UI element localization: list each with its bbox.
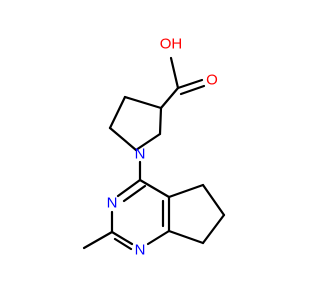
atom-n1-label: N xyxy=(135,242,146,259)
bond-pyr-n-c2 xyxy=(134,132,162,152)
bond-pym-c2-n1 xyxy=(110,230,134,246)
bond-pym-c4a-c4 xyxy=(138,178,171,199)
bond-carboxyl-c-o-1 xyxy=(176,78,204,90)
bond-carboxyl-c-oh xyxy=(169,56,180,90)
atom-n3-label: N xyxy=(107,195,118,212)
bond-pym-c4-n3 xyxy=(116,178,142,198)
bond-pyr-c3-c4 xyxy=(123,95,163,110)
bond-pym-c4-n3-double xyxy=(122,184,147,203)
bond-pyr-c5-n xyxy=(108,126,138,152)
bond-pyr-c4-c5 xyxy=(108,95,127,130)
atom-n-pyrrolidine-label: N xyxy=(135,146,146,163)
atom-o-label: O xyxy=(206,72,218,89)
bond-methyl xyxy=(82,230,114,250)
bond-ring-to-carboxyl xyxy=(159,86,180,110)
bond-cp-c4a-c5 xyxy=(167,183,205,199)
bond-pyr-c2-c3 xyxy=(158,106,163,136)
bond-cp-c6-c7 xyxy=(201,213,226,245)
bond-carboxyl-c-o-2 xyxy=(179,84,206,96)
bond-pym-n1-c7a xyxy=(146,229,171,246)
bond-cp-c5-c6 xyxy=(201,183,226,217)
molecule-svg: OH O N N N xyxy=(82,36,226,259)
bond-pym-c2-n1-double xyxy=(113,237,133,251)
structure-diagram: OH O N N N xyxy=(82,35,226,259)
bond-cp-c7-c7a xyxy=(167,229,205,245)
atom-oh-label: OH xyxy=(160,36,183,53)
